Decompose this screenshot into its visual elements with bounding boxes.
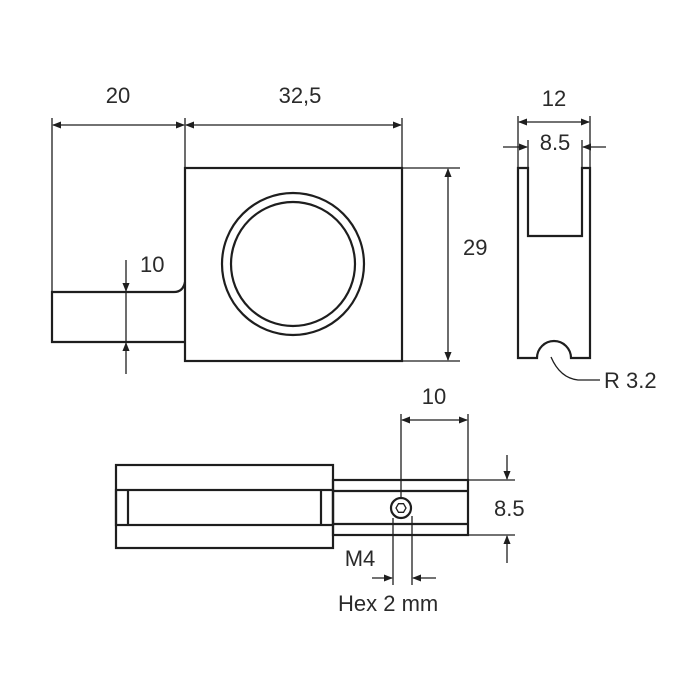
dim-thread: M4	[345, 546, 376, 571]
dim-shaft-height: 10	[140, 252, 164, 277]
dim-body-height: 29	[463, 235, 487, 260]
bottom-body-outline	[114, 463, 335, 550]
hex-socket	[395, 503, 407, 513]
side-view: 12 8.5 R 3.2	[503, 86, 657, 393]
set-screw	[389, 496, 413, 520]
bottom-slot-outline	[114, 488, 335, 527]
dim-groove-radius: R 3.2	[604, 368, 657, 393]
dim-body-width: 32,5	[279, 83, 322, 108]
front-view: 20 32,5 29 10	[50, 83, 487, 374]
hole-outer	[220, 191, 366, 337]
dim-bottom-width: 10	[422, 384, 446, 409]
dim-shaft-length: 20	[106, 83, 130, 108]
dim-hex-key: Hex 2 mm	[338, 591, 438, 616]
hole-inner	[229, 200, 357, 328]
bottom-view: 10 8.5 M4 Hex 2 mm	[114, 384, 525, 616]
shaft-outline	[50, 281, 187, 344]
side-outline	[516, 166, 592, 360]
groove-leader	[550, 356, 600, 381]
dim-side-width: 12	[542, 86, 566, 111]
dim-bottom-height: 8.5	[494, 496, 525, 521]
dim-slot-width: 8.5	[540, 130, 571, 155]
body-outline	[183, 166, 404, 363]
